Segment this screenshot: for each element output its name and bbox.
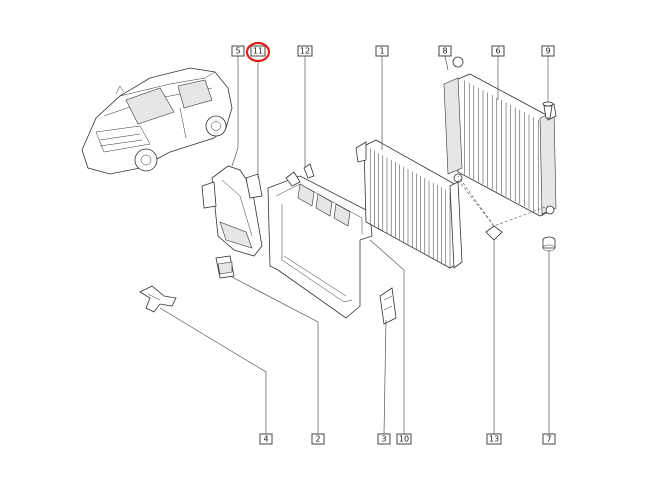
svg-text:8: 8 (442, 47, 447, 56)
svg-text:12: 12 (300, 47, 310, 56)
callout-9: 9 (541, 45, 555, 57)
svg-text:7: 7 (546, 435, 551, 444)
callout-2: 2 (311, 433, 325, 445)
svg-text:11: 11 (253, 47, 263, 56)
assembly-lines (457, 175, 549, 227)
bracket-part-4 (139, 285, 177, 313)
svg-text:2: 2 (315, 435, 320, 444)
car-illustration (81, 67, 233, 175)
callout-4: 4 (259, 433, 273, 445)
svg-text:10: 10 (399, 435, 409, 444)
svg-text:5: 5 (235, 47, 240, 56)
svg-text:6: 6 (495, 47, 500, 56)
callout-12: 12 (297, 45, 313, 57)
callout-1: 1 (375, 45, 389, 57)
svg-text:13: 13 (489, 435, 499, 444)
highlight-circle (245, 41, 271, 63)
callout-6: 6 (491, 45, 505, 57)
svg-text:4: 4 (263, 435, 268, 444)
condenser-part (355, 139, 463, 269)
radiator-part (443, 56, 557, 217)
leader-lines (159, 55, 550, 435)
svg-text:1: 1 (379, 47, 384, 56)
radiator-frame (267, 163, 373, 319)
callout-5: 5 (231, 45, 245, 57)
bushing-part-7 (542, 236, 556, 252)
callout-8: 8 (438, 45, 452, 57)
svg-text:9: 9 (545, 47, 550, 56)
air-deflector-part (201, 165, 263, 257)
callout-10: 10 (396, 433, 412, 445)
callout-13: 13 (486, 433, 502, 445)
clip-part-2 (215, 255, 235, 279)
bracket-part-3 (379, 287, 397, 325)
callout-11: 11 (245, 41, 271, 63)
callout-7: 7 (542, 433, 556, 445)
svg-text:3: 3 (381, 435, 386, 444)
callout-3: 3 (377, 433, 391, 445)
pad-part-13 (485, 225, 503, 241)
